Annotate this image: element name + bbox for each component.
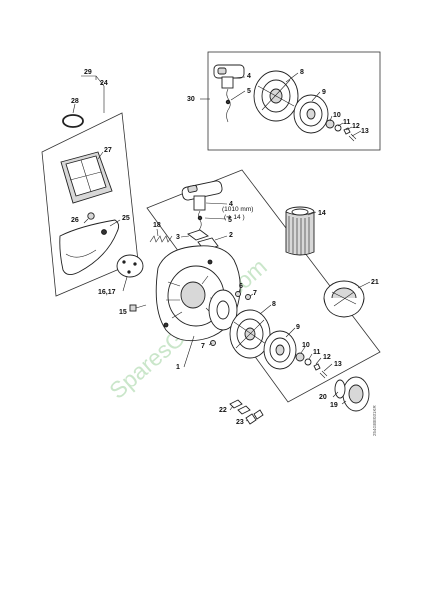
main-rope-icon: [197, 210, 203, 231]
starter-cup-21-icon: [323, 280, 365, 318]
rope-ref-annotation: (➔ 14 ): [224, 214, 245, 221]
label-5-main: 5: [228, 217, 232, 224]
label-27: 27: [104, 147, 112, 154]
air-filter-parts: [59, 75, 173, 312]
kit-30-parts: [200, 64, 362, 142]
label-10-main: 10: [302, 342, 310, 349]
label-24: 24: [100, 80, 108, 87]
label-19: 19: [330, 402, 338, 409]
drawing-code: 254GBE031KR: [372, 404, 377, 436]
label-13-main: 13: [334, 361, 342, 368]
rope-length-annotation: (1010 mm): [222, 206, 253, 213]
gasket-icon: [116, 254, 144, 278]
label-1: 1: [176, 364, 180, 371]
label-28: 28: [71, 98, 79, 105]
label-16-17: 16,17: [98, 289, 116, 296]
starter-handle-icon: [213, 64, 245, 89]
main-assembly-parts: [155, 180, 333, 425]
small-parts-icon: [325, 119, 357, 142]
main-small-parts-icon: [295, 352, 328, 379]
label-7-a: 7: [253, 290, 257, 297]
label-11-main: 11: [313, 349, 321, 356]
o-ring-icon: [62, 114, 84, 128]
filter-cover-icon: [59, 219, 120, 275]
screw-15-icon: [129, 304, 147, 312]
label-26: 26: [71, 217, 79, 224]
label-13-top: 13: [361, 128, 369, 135]
label-25: 25: [122, 215, 130, 222]
label-4-main: 4: [229, 201, 233, 208]
pawl-icon: [229, 399, 251, 415]
rope-rotor-icon: [253, 70, 299, 122]
label-21: 21: [371, 279, 379, 286]
main-starter-handle-icon: [181, 180, 223, 211]
label-2: 2: [229, 232, 233, 239]
label-30: 30: [187, 96, 195, 103]
main-rewind-spring-icon: [263, 330, 297, 370]
compression-spring-icon: [149, 235, 173, 243]
label-8-main: 8: [272, 301, 276, 308]
label-5-top: 5: [247, 88, 251, 95]
starter-cup-19-icon: [334, 376, 370, 412]
label-9-main: 9: [296, 324, 300, 331]
screw-7-icon: [245, 294, 251, 300]
kit-30-frame: [207, 51, 381, 151]
label-8-top: 8: [300, 69, 304, 76]
screw-7b-icon: [210, 340, 216, 346]
label-14: 14: [318, 210, 326, 217]
guide-plate-icon: [208, 289, 238, 331]
spring-clip-icon: [245, 409, 264, 425]
label-7-b: 7: [201, 343, 205, 350]
rope-icon: [225, 88, 231, 123]
main-rope-rotor-icon: [229, 309, 271, 359]
label-23: 23: [236, 419, 244, 426]
label-29: 29: [84, 69, 92, 76]
rewind-spring-icon: [293, 94, 329, 134]
screw-26-icon: [83, 212, 95, 224]
label-9-top: 9: [322, 89, 326, 96]
bracket-29-24: [81, 75, 105, 87]
label-18: 18: [153, 222, 161, 229]
screw-6-icon: [235, 291, 241, 297]
label-15: 15: [119, 309, 127, 316]
air-filter-element-icon: [60, 151, 113, 204]
label-20: 20: [319, 394, 327, 401]
label-11-top: 11: [343, 119, 351, 126]
label-12-top: 12: [352, 123, 360, 130]
label-12-main: 12: [323, 354, 331, 361]
label-4-top: 4: [247, 73, 251, 80]
label-22: 22: [219, 407, 227, 414]
label-6: 6: [239, 283, 243, 290]
filter-14-icon: [285, 206, 315, 256]
label-10-top: 10: [333, 112, 341, 119]
label-3: 3: [176, 234, 180, 241]
